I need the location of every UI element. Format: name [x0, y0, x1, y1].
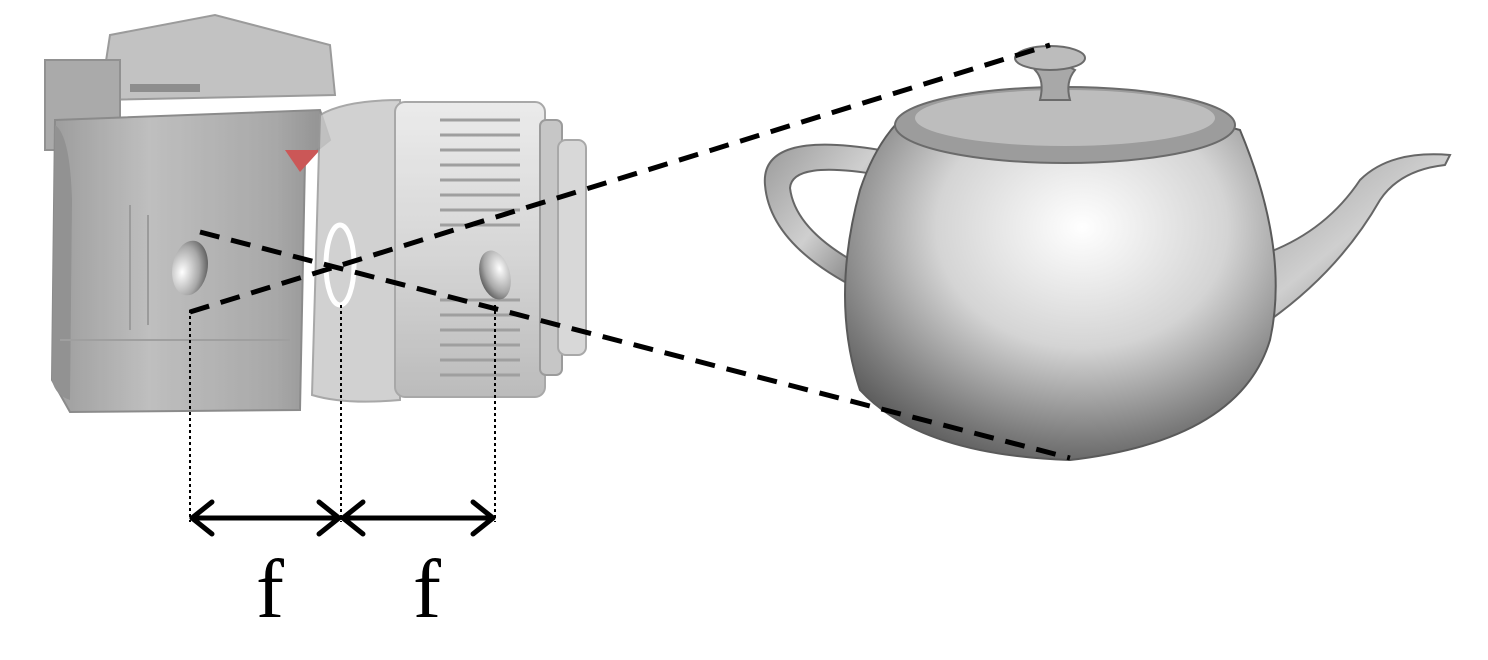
inverted-image — [172, 240, 208, 296]
virtual-image — [479, 250, 511, 300]
projection-lines — [189, 42, 1071, 461]
focal-guides — [189, 305, 496, 522]
focal-length-label-right: f — [413, 543, 441, 636]
focal-length-arrows — [189, 499, 496, 537]
brand-triangle-icon — [285, 150, 320, 172]
focal-length-label-left: f — [256, 543, 284, 636]
teapot-icon — [763, 45, 1452, 462]
